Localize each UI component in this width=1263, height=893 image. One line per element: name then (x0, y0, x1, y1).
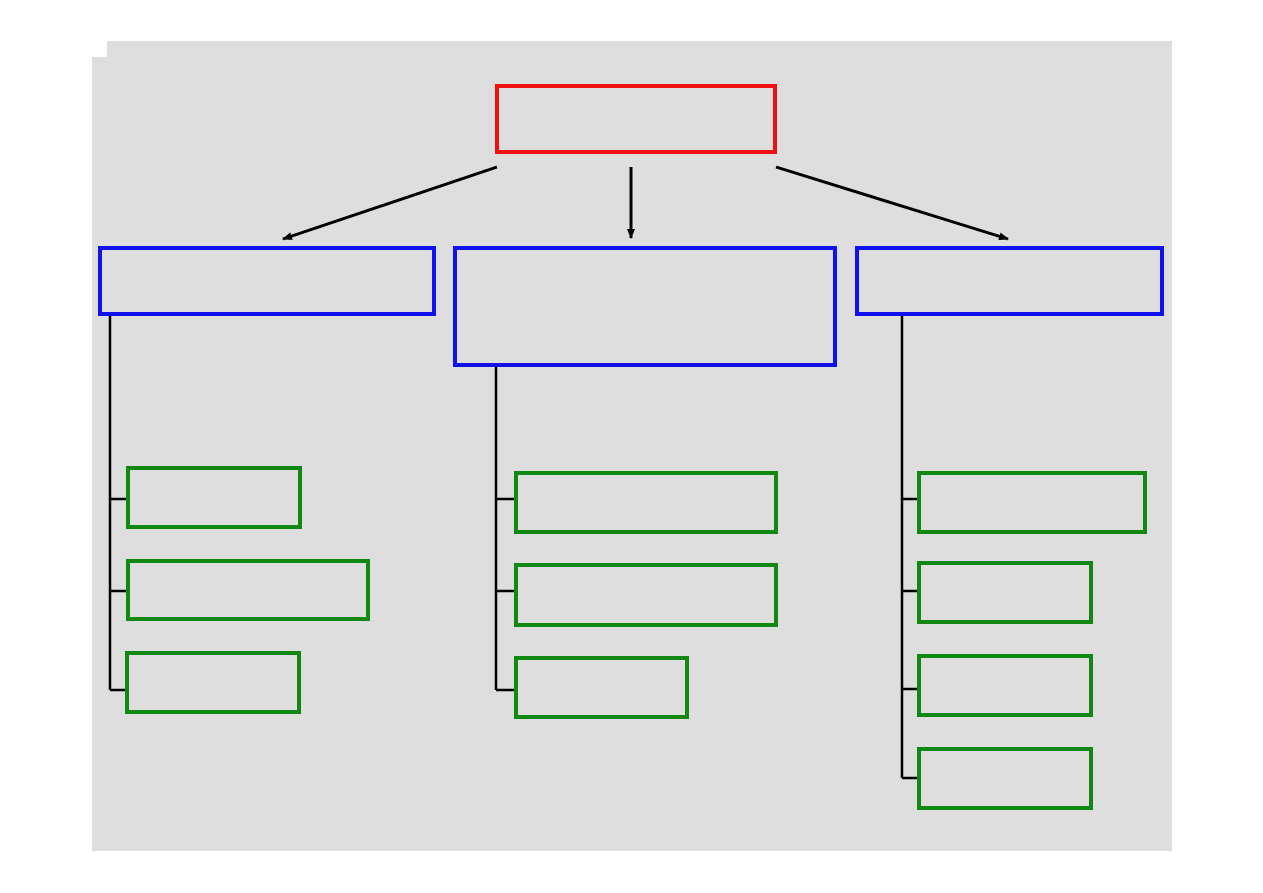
item-node-3-1 (917, 471, 1147, 534)
item-node-3-3 (917, 654, 1093, 717)
bracket-category-3 (900, 313, 919, 780)
category-node-3 (855, 246, 1164, 316)
arrow-root-to-category-3 (775, 165, 1009, 241)
category-node-1 (98, 246, 436, 316)
arrow-root-to-category-1 (282, 165, 498, 241)
diagram-panel (92, 41, 1172, 851)
bracket-category-2 (494, 365, 516, 692)
item-node-1-1 (126, 466, 302, 529)
item-node-2-3 (514, 656, 689, 719)
item-node-1-3 (125, 651, 301, 714)
root-node (495, 84, 777, 154)
bracket-category-1 (108, 315, 128, 692)
category-node-2 (453, 246, 837, 367)
item-node-3-2 (917, 561, 1093, 624)
item-node-3-4 (917, 747, 1093, 810)
item-node-1-2 (126, 559, 370, 621)
item-node-2-2 (514, 563, 778, 627)
item-node-2-1 (514, 471, 778, 534)
